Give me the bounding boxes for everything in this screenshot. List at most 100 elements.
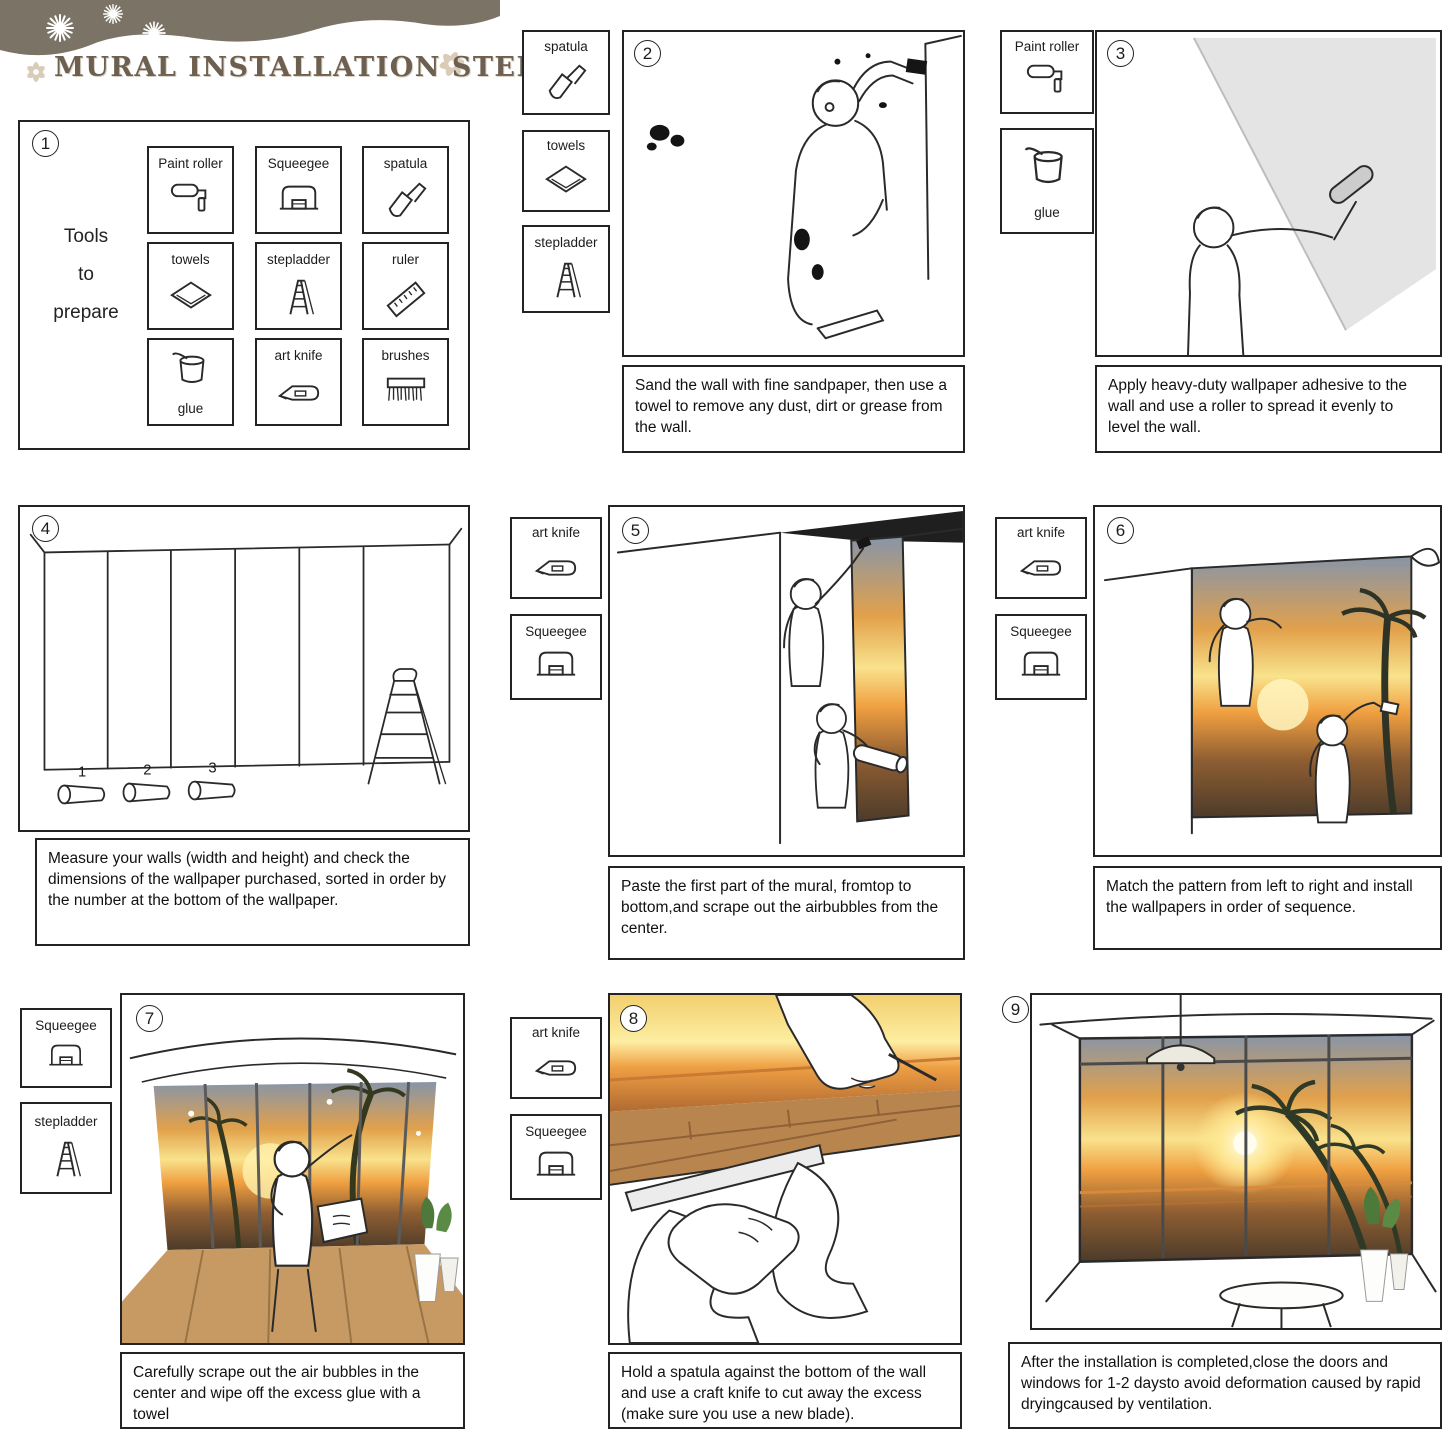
towels-icon — [545, 165, 587, 193]
art-knife-icon — [1020, 559, 1062, 576]
roll-number-1: 1 — [78, 765, 86, 781]
wallpaper-roll-in-hands — [852, 744, 908, 774]
roll-number-2: 2 — [143, 763, 151, 779]
wood-floor — [122, 1244, 463, 1343]
tool-cell-towels: towels — [147, 242, 234, 330]
banner-wave-graphic — [0, 0, 500, 82]
step6-tool-art-knife: art knife — [995, 517, 1087, 599]
step6-caption: Match the pattern from left to right and… — [1093, 866, 1442, 950]
spatula-blade — [624, 1144, 825, 1212]
squeegee-icon — [278, 185, 319, 210]
mural-panel — [850, 535, 910, 823]
glue-icon — [1024, 146, 1063, 183]
squeegee-icon — [48, 1044, 84, 1066]
step6-tool-squeegee: Squeegee — [995, 614, 1087, 700]
tool-cell-ruler: ruler — [362, 242, 449, 330]
step1-number: 1 — [32, 130, 59, 157]
step9-number: 9 — [1002, 996, 1029, 1023]
step6-number: 6 — [1107, 517, 1134, 544]
spatula-icon — [388, 182, 426, 217]
window-mullions — [1079, 1034, 1412, 1258]
glue-icon — [171, 352, 204, 384]
step8-tool-art-knife: art knife — [510, 1017, 602, 1099]
wall-dirt-marks — [646, 53, 887, 280]
roll-number-3: 3 — [208, 761, 216, 777]
step3-caption: Apply heavy-duty wallpaper adhesive to t… — [1095, 365, 1442, 453]
step7-illustration-box: 7 — [120, 993, 465, 1345]
step2-illustration — [646, 34, 962, 340]
stepladder-icon — [288, 279, 314, 315]
palm-tree-silhouettes — [1234, 1079, 1403, 1255]
step2-tool-spatula: spatula — [522, 30, 610, 115]
header-banner: MURAL INSTALLATION STEPS — [0, 0, 558, 100]
step2-number: 2 — [634, 40, 661, 67]
step8-illustration-box: 8 — [608, 993, 962, 1345]
step4-illustration-box: 4 — [18, 505, 470, 832]
step7-tool-stepladder: stepladder — [20, 1102, 112, 1194]
page-title: MURAL INSTALLATION STEPS — [54, 52, 560, 83]
squeegee-icon — [535, 1151, 577, 1176]
step5-illustration — [616, 510, 963, 845]
step9-illustration-box — [1030, 993, 1442, 1330]
tool-cell-glue: glue — [147, 338, 234, 426]
paint-roller-icon — [1026, 64, 1063, 93]
step8-caption: Hold a spatula against the bottom of the… — [608, 1352, 962, 1429]
step7-number: 7 — [136, 1005, 163, 1032]
step3-tool-glue: glue — [1000, 128, 1094, 234]
ruler-icon — [386, 281, 425, 317]
step5-tool-art-knife: art knife — [510, 517, 602, 599]
step8-illustration — [610, 995, 960, 1343]
tool-cell-paint-roller: Paint roller — [147, 146, 234, 234]
tool-cell-stepladder: stepladder — [255, 242, 342, 330]
step1-tools-panel: 1 Tools to prepare Paint roller Squeegee… — [18, 120, 470, 450]
art-knife-icon — [535, 559, 577, 576]
art-knife-icon — [278, 384, 319, 401]
step4-number: 4 — [32, 515, 59, 542]
hand-with-knife — [775, 995, 937, 1090]
person-smoothing — [270, 1134, 369, 1333]
step8-number: 8 — [620, 1005, 647, 1032]
towels-icon — [170, 281, 211, 309]
tool-cell-spatula: spatula — [362, 146, 449, 234]
step5-number: 5 — [622, 517, 649, 544]
step4-illustration: 1 2 3 — [29, 527, 463, 805]
plant-pots — [414, 1196, 459, 1302]
step2-tool-stepladder: stepladder — [522, 225, 610, 313]
step2-caption: Sand the wall with fine sandpaper, then … — [622, 365, 965, 453]
step5-illustration-box: 5 — [608, 505, 965, 857]
tools-to-prepare-label: Tools to prepare — [53, 226, 119, 323]
squeegee-icon — [535, 651, 577, 676]
tool-cell-squeegee: Squeegee — [255, 146, 342, 234]
art-knife-icon — [535, 1059, 577, 1076]
step9-caption: After the installation is completed,clos… — [1008, 1342, 1442, 1429]
stepladder-drawing — [367, 668, 447, 785]
wallpaper-rolls — [57, 780, 236, 805]
squeegee-icon — [1020, 651, 1062, 676]
tool-cell-art-knife: art knife — [255, 338, 342, 426]
wood-floor-band — [610, 1089, 960, 1185]
paint-roller-icon — [170, 183, 206, 212]
step5-tool-squeegee: Squeegee — [510, 614, 602, 700]
pendant-lamp — [1146, 995, 1216, 1072]
step8-tool-squeegee: Squeegee — [510, 1114, 602, 1200]
tool-cell-brushes: brushes — [362, 338, 449, 426]
step7-illustration — [122, 1037, 463, 1343]
brushes-icon — [386, 377, 425, 402]
stepladder-icon — [556, 262, 582, 298]
plant-pots — [1359, 1186, 1409, 1302]
step3-illustration — [1187, 37, 1436, 355]
step2-illustration-box: 2 — [622, 30, 965, 357]
step3-tool-paint-roller: Paint roller — [1000, 30, 1094, 114]
step6-illustration-box: 6 — [1093, 505, 1442, 857]
step4-caption: Measure your walls (width and height) an… — [35, 838, 470, 946]
stepladder-icon — [56, 1142, 82, 1178]
step3-number: 3 — [1107, 40, 1134, 67]
step3-illustration-box: 3 — [1095, 30, 1442, 357]
step6-illustration — [1103, 547, 1440, 835]
step2-tool-towels: towels — [522, 130, 610, 212]
step7-tool-squeegee: Squeegee — [20, 1008, 112, 1088]
step9-illustration — [1039, 995, 1437, 1328]
spatula-icon — [548, 64, 587, 99]
coffee-table — [1219, 1281, 1344, 1328]
